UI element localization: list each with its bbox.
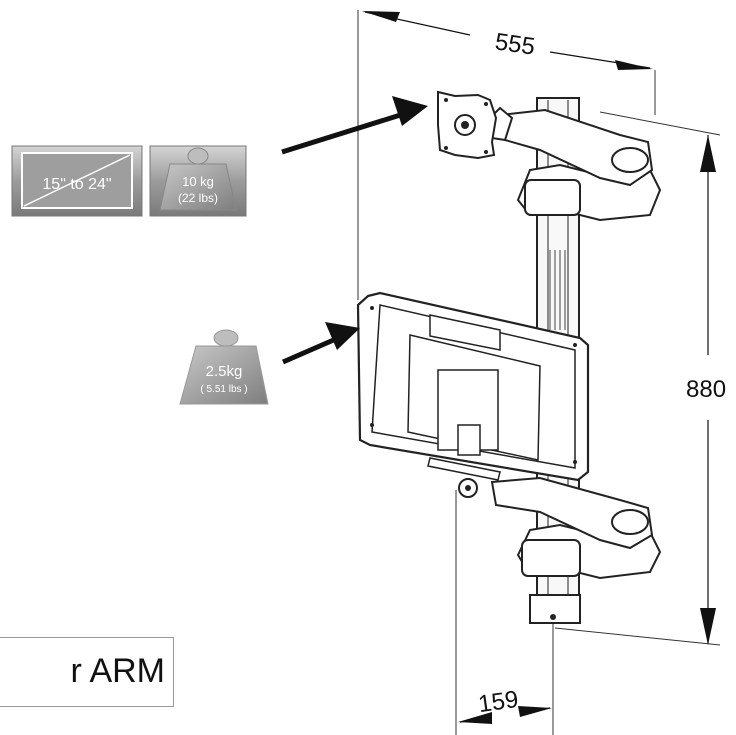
pointer-arrow-lower (282, 322, 360, 365)
screen-size-text: 15" to 24" (42, 176, 111, 193)
width-value: 555 (493, 28, 536, 60)
dimension-height-880: 880 (554, 111, 726, 646)
top-weight-kg: 10 kg (182, 174, 214, 189)
dimension-width-555: 555 (357, 10, 656, 300)
lower-weight-badge: 2.5kg ( 5.51 lbs ) (179, 329, 269, 405)
screen-size-badge: 15" to 24" (11, 145, 143, 217)
lower-weight-lbs: ( 5.51 lbs ) (200, 384, 247, 395)
arm-label: r ARM (70, 652, 165, 690)
top-weight-lbs: (22 lbs) (178, 191, 218, 205)
top-weight-badge: 10 kg (22 lbs) (149, 145, 247, 217)
arm-label-box: r ARM (0, 637, 174, 707)
height-value: 880 (686, 376, 726, 403)
lower-monitor (356, 291, 590, 482)
top-monitor-arm (437, 90, 662, 222)
dimension-depth-159: 159 (455, 490, 554, 735)
pointer-arrow-top (281, 96, 428, 155)
depth-value: 159 (477, 686, 520, 718)
lower-monitor-arm (458, 476, 662, 580)
lower-weight-kg: 2.5kg (206, 363, 243, 380)
